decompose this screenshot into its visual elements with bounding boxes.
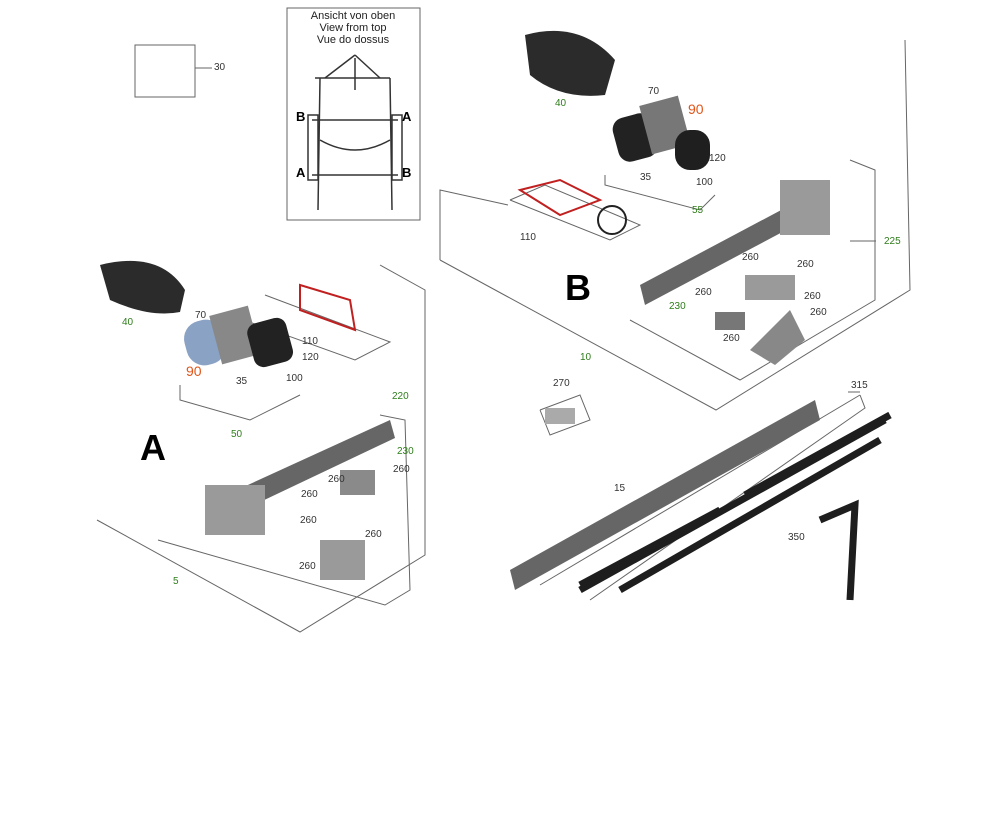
part-number: 350 <box>788 532 805 543</box>
part-number: 260 <box>810 307 827 318</box>
part-number: 120 <box>709 153 726 164</box>
part-number: 35 <box>236 376 248 387</box>
part-number-highlight: 90 <box>688 101 704 117</box>
beam-part-225 <box>640 200 805 305</box>
kit-label-b: B <box>565 267 591 308</box>
inset-marker: A <box>402 109 412 124</box>
inset-title-de: Ansicht von oben <box>310 10 396 22</box>
inset-title-fr: Vue do dossus <box>316 34 390 46</box>
part-number: 15 <box>614 483 626 494</box>
part-number: 100 <box>286 373 303 384</box>
part-number: 70 <box>648 86 660 97</box>
part-number: 225 <box>884 236 901 247</box>
part-number: 120 <box>302 352 319 363</box>
beam-part-15 <box>510 400 820 590</box>
part-number: 110 <box>520 232 536 243</box>
part-number: 260 <box>299 561 316 572</box>
part-number: 70 <box>195 310 207 321</box>
part-number: 260 <box>365 529 382 540</box>
part-number: 220 <box>392 391 409 402</box>
part-number: 260 <box>300 515 317 526</box>
part-number: 260 <box>393 464 410 475</box>
part-number: 10 <box>580 352 592 363</box>
bracket-plate <box>205 485 265 535</box>
part-number: 260 <box>301 489 318 500</box>
left-kit-parts <box>100 260 395 580</box>
top-view-inset-box <box>286 7 421 221</box>
cover-part-40 <box>100 260 185 314</box>
part-number: 270 <box>553 378 570 389</box>
part-number: 50 <box>231 429 243 440</box>
cover-part-40-b <box>525 30 615 96</box>
part-number: 260 <box>742 252 759 263</box>
part-number: 230 <box>397 446 414 457</box>
part-number: 260 <box>797 259 814 270</box>
part-number: 260 <box>804 291 821 302</box>
part-number-highlight: 90 <box>186 363 202 379</box>
right-kit-parts <box>510 30 892 601</box>
part-number: 40 <box>555 98 567 109</box>
crank-part-350 <box>818 499 859 601</box>
part-number: 260 <box>328 474 345 485</box>
part-number: 55 <box>692 205 704 216</box>
part-number: 5 <box>173 576 179 587</box>
bracket-part-260 <box>320 540 365 580</box>
motor-gear-part <box>209 305 261 365</box>
part-number: 230 <box>669 301 686 312</box>
wiring-part-110-b <box>517 178 603 217</box>
part-number: 110 <box>302 336 318 347</box>
part-number: 35 <box>640 172 652 183</box>
part-number: 30 <box>214 62 226 73</box>
kit-label-a: A <box>140 427 166 468</box>
part-number: 260 <box>695 287 712 298</box>
motor-part-120 <box>247 317 294 368</box>
part-number: 100 <box>696 177 713 188</box>
inset-marker: A <box>296 165 306 180</box>
part-number: 315 <box>851 380 868 391</box>
part-number: 260 <box>723 333 740 344</box>
inset-title-en: View from top <box>319 22 387 34</box>
inset-marker: B <box>402 165 412 180</box>
trailer-frame-top-view <box>307 54 403 211</box>
part-number: 40 <box>122 317 134 328</box>
inset-title: Ansicht von oben View from top Vue do do… <box>288 10 418 46</box>
wiring-part-110 <box>299 283 357 332</box>
hardware-kit-box <box>134 44 196 98</box>
inset-marker: B <box>296 109 306 124</box>
